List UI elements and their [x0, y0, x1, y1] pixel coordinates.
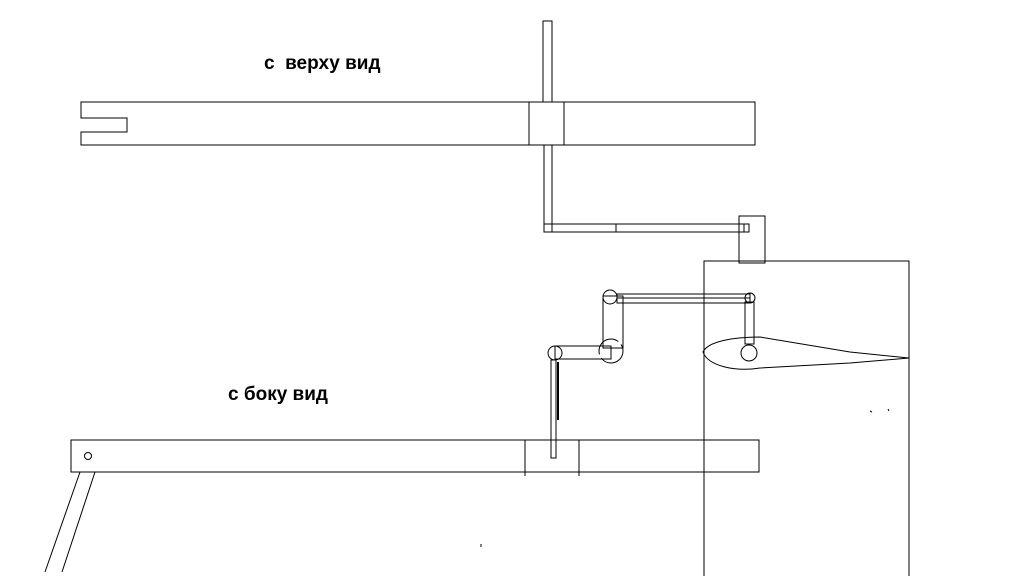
top-view-center-block: [529, 102, 564, 145]
top-view-lower-rod: [544, 145, 552, 232]
top-view-horizontal-arm: [544, 224, 749, 232]
side-view-post: [551, 360, 556, 458]
side-view-beam: [71, 440, 759, 472]
top-view-beam: [81, 102, 755, 145]
side-view-upper-joint: [603, 290, 617, 304]
side-view-label: с боку вид: [228, 384, 328, 405]
side-view-airfoil-blade: [703, 337, 909, 369]
stray-mark-2: [888, 409, 889, 411]
stray-mark-1: [870, 411, 872, 412]
top-view-upper-rod: [543, 21, 552, 102]
side-view-leg-line-a: [45, 472, 80, 572]
side-view-pivot-hole: [85, 453, 92, 460]
side-view-lower-arm: [555, 346, 611, 359]
side-view-drop-rod: [745, 302, 754, 344]
side-view-right-joint: [745, 293, 755, 303]
top-view-end-block: [739, 216, 765, 263]
side-view-drawing: [45, 261, 909, 576]
top-view-label: с верху вид: [264, 53, 381, 74]
top-view-arm-end-cap: [744, 224, 749, 232]
side-view-lower-joint: [548, 346, 562, 360]
side-view-blade-hub: [741, 345, 757, 361]
top-view-drawing: [81, 21, 765, 263]
side-view-knuckle: [599, 339, 623, 363]
side-view-leg-line-b: [62, 472, 95, 572]
side-view-vertical-arm: [603, 296, 623, 348]
side-view-tank-outline: [704, 261, 909, 576]
